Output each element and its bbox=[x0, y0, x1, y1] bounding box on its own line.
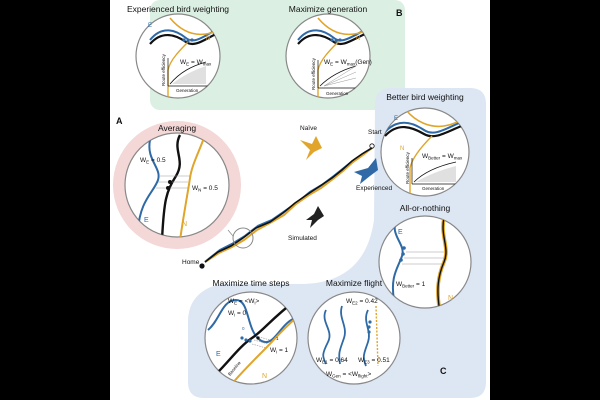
maximize-generation-xlabel: Generation bbox=[326, 91, 349, 96]
home-label: Home bbox=[182, 259, 200, 266]
all-or-nothing-label-e: E bbox=[398, 229, 403, 236]
averaging-label-e: E bbox=[144, 217, 149, 224]
experienced-weighting-label-n: N bbox=[206, 36, 210, 42]
better-weighting-formula: WBetter = Wmax bbox=[422, 153, 463, 161]
panel-b-letter: B bbox=[396, 8, 403, 18]
maximize-generation-inset: N WE = Wmax(Gen) Route efficiency Genera… bbox=[285, 13, 372, 99]
max-time-steps-we: WE = <Wi> bbox=[228, 298, 260, 306]
max-time-steps-wi0: Wi = 0 bbox=[228, 310, 247, 318]
averaging-w-n: WN = 0.5 bbox=[192, 185, 218, 193]
max-flight-we3: WE3 = 0.51 bbox=[358, 357, 390, 365]
experienced-weighting-title: Experienced bird weighting bbox=[127, 4, 229, 14]
better-weighting-label-n: N bbox=[400, 146, 404, 152]
averaging-inset: E N WE = 0.5 WN = 0.5 bbox=[124, 132, 230, 238]
max-time-steps-title: Maximize time steps bbox=[213, 278, 290, 288]
experienced-label: Experienced bbox=[356, 185, 393, 192]
simulated-label: Simulated bbox=[288, 235, 317, 242]
max-time-steps-label-n: N bbox=[262, 373, 267, 380]
max-flight-we2: WE2 = 0.42 bbox=[346, 298, 378, 306]
panel-c-letter: C bbox=[440, 366, 447, 376]
max-flight-inset: WE2 = 0.42 WE1 = 0.64 WE3 = 0.51 WGen = … bbox=[307, 291, 401, 385]
experienced-weighting-label-e: E bbox=[148, 23, 152, 29]
naive-label: Naïve bbox=[300, 125, 317, 132]
max-flight-wgen: WGen = <Wflight> bbox=[326, 371, 372, 379]
home-marker bbox=[199, 263, 205, 269]
all-or-nothing-inset: E N WBetter = 1 bbox=[378, 215, 472, 309]
experienced-weighting-formula: WE = Wmax bbox=[180, 59, 212, 67]
experienced-bird-icon bbox=[354, 158, 378, 184]
maximize-generation-label-n: N bbox=[356, 36, 360, 42]
figure-canvas: B A C Experienced bird weighting E N WE … bbox=[110, 0, 490, 400]
all-or-nothing-label-n: N bbox=[448, 295, 453, 302]
averaging-title: Averaging bbox=[158, 123, 196, 133]
zoom-connector bbox=[227, 229, 234, 237]
simulated-bird-icon bbox=[306, 206, 324, 228]
averaging-w-e: WE = 0.5 bbox=[140, 157, 166, 165]
maximize-generation-title: Maximize generation bbox=[289, 4, 368, 14]
start-label: Start bbox=[368, 129, 382, 136]
all-or-nothing-title: All-or-nothing bbox=[400, 203, 451, 213]
naive-bird-icon bbox=[300, 136, 322, 160]
max-time-steps-zero: 0 bbox=[242, 326, 245, 331]
maximize-generation-ylabel: Route efficiency bbox=[311, 57, 316, 90]
max-flight-we1: WE1 = 0.64 bbox=[316, 357, 348, 365]
better-weighting-inset: E N WBetter = Wmax Route efficiency Gene… bbox=[380, 107, 470, 197]
max-time-steps-wi1: Wi = 1 bbox=[270, 347, 289, 355]
experienced-weighting-inset: E N WE = Wmax Route efficiency Generatio… bbox=[135, 13, 221, 99]
max-time-steps-one: 1 bbox=[276, 336, 279, 341]
max-time-steps-inset: WE = <Wi> Wi = 0 Wi = 1 0 1 Baseline E N bbox=[204, 291, 298, 385]
zoom-circle bbox=[232, 227, 254, 249]
max-flight-title: Maximize flight bbox=[326, 278, 383, 288]
maximize-generation-formula: WE = Wmax(Gen) bbox=[324, 59, 372, 67]
experienced-weighting-xlabel: Generation bbox=[176, 88, 199, 93]
averaging-label-n: N bbox=[182, 221, 187, 228]
better-weighting-label-e: E bbox=[394, 116, 398, 122]
start-marker bbox=[369, 143, 375, 149]
figure-svg: B A C Experienced bird weighting E N WE … bbox=[113, 0, 486, 398]
max-time-steps-label-e: E bbox=[216, 351, 221, 358]
better-weighting-xlabel: Generation bbox=[422, 186, 445, 191]
experienced-weighting-ylabel: Route efficiency bbox=[161, 53, 166, 86]
better-weighting-title: Better bird weighting bbox=[386, 92, 464, 102]
better-weighting-ylabel: Route efficiency bbox=[405, 151, 410, 184]
panel-a-letter: A bbox=[116, 116, 123, 126]
route-diagram: Start Home Naïve Experienced Simulated bbox=[182, 125, 393, 269]
all-or-nothing-formula: WBetter = 1 bbox=[396, 281, 426, 289]
